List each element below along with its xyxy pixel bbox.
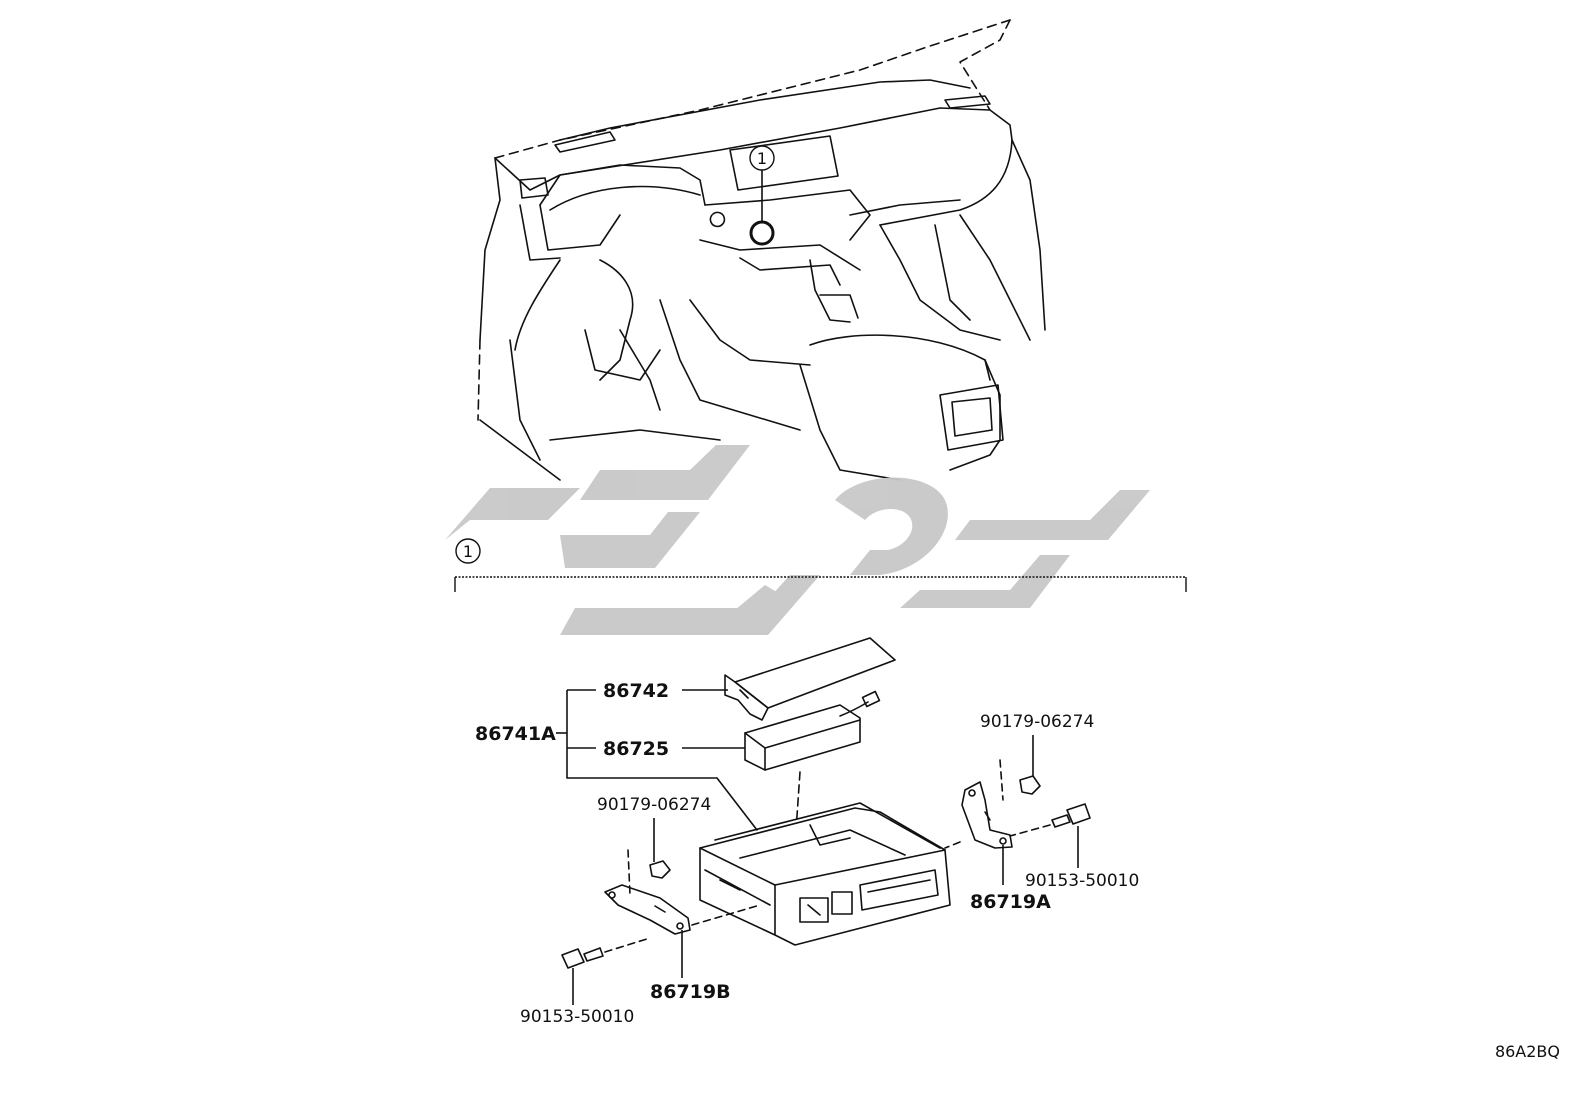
label-90153-right: 90153-50010 [1025,871,1139,891]
part-labels: 86742 86741A 86725 90179-06274 90153-500… [475,680,1139,1027]
reference-code: 86A2BQ [1494,1042,1560,1061]
dashboard-drawing [477,19,1046,481]
label-90179-left: 90179-06274 [597,795,711,815]
leader-lines [556,689,1079,1005]
section-callout: 1 [455,538,481,564]
label-86719A: 86719A [970,891,1051,913]
parts-drawing [561,637,1091,969]
label-90179-right: 90179-06274 [980,712,1094,732]
watermark-logo [445,445,1150,635]
callout-number-top: 1 [757,149,767,168]
section-bracket [454,576,1187,592]
label-90153-left: 90153-50010 [520,1007,634,1027]
label-86725: 86725 [603,738,669,760]
dashboard-callout: 1 [749,145,775,222]
callout-number-section: 1 [463,542,473,561]
label-86742: 86742 [603,680,669,702]
label-86741A: 86741A [475,723,556,745]
label-86719B: 86719B [650,981,731,1003]
